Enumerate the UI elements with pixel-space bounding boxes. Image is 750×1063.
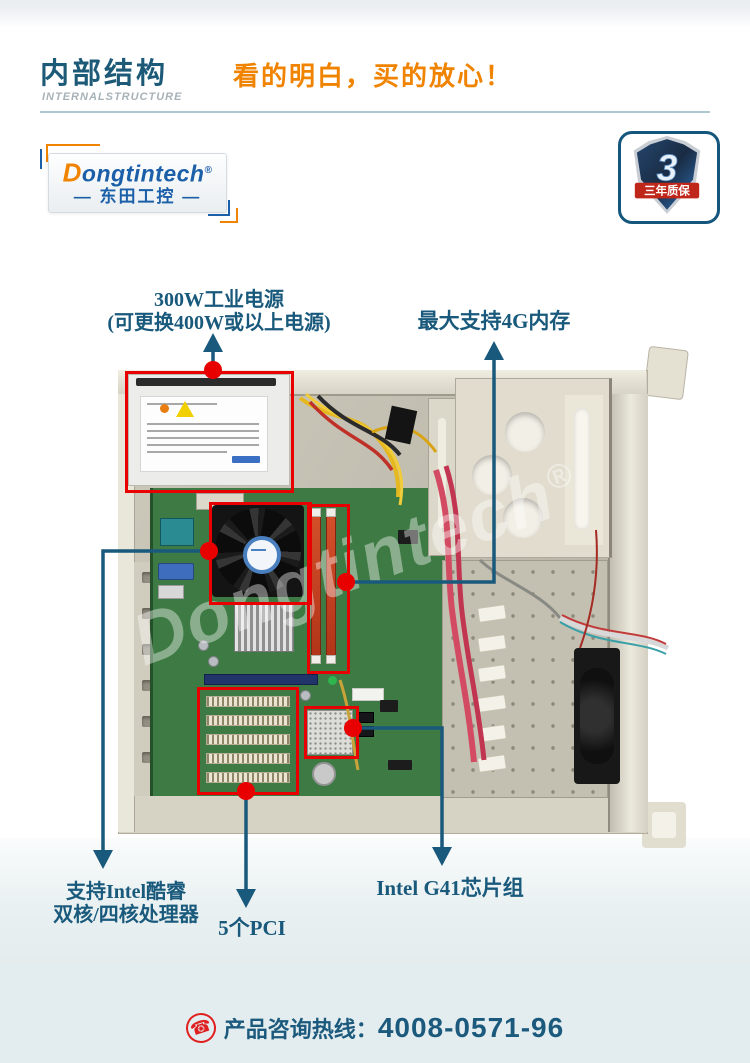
chipset-arrowhead-icon — [432, 847, 452, 866]
chipset-callout-label: Intel G41芯片组 — [376, 876, 524, 900]
label-text-line — [147, 437, 259, 439]
warranty-badge: 3 三年质保 — [618, 131, 720, 224]
logo-corner-bracket-blue-br — [208, 200, 230, 216]
footer-band — [0, 838, 750, 1063]
dimm-latch — [326, 508, 336, 517]
header-divider — [40, 111, 710, 113]
warranty-shield-icon: 3 三年质保 — [633, 136, 701, 214]
sata-cable — [443, 465, 487, 761]
hotline-row: ☎ 产品咨询热线： 4008-0571-96 — [0, 1009, 750, 1047]
dimm-latch — [311, 655, 321, 664]
chassis-handle-notch — [652, 812, 676, 838]
cpu-callout-line2: 双核/四核处理器 — [53, 904, 199, 926]
slogan: 看的明白，买的放心！ — [233, 61, 514, 91]
pci-arrowhead-icon — [236, 889, 256, 908]
pci-slot — [206, 734, 290, 745]
top-shade — [0, 0, 750, 30]
memory-anchor-dot — [337, 573, 355, 591]
vrm-heatsink — [234, 604, 294, 652]
cage-hole — [472, 455, 512, 495]
red-cable — [308, 400, 394, 471]
ic-chip — [388, 760, 412, 770]
label-text-line — [147, 430, 259, 432]
power-supply-edge — [136, 378, 276, 386]
psu-callout-line2: (可更换400W或以上电源) — [107, 312, 331, 334]
fan-wire — [579, 529, 598, 649]
capacitor — [300, 690, 311, 701]
cage-hole — [505, 412, 545, 452]
gray-cable — [478, 558, 562, 619]
capacitor — [208, 656, 219, 667]
badge-label: 三年质保 — [644, 184, 690, 198]
cage-hole — [503, 498, 543, 538]
fan-hub-label — [251, 549, 266, 551]
dimm-latch — [326, 655, 336, 664]
page-title: 内部结构 — [40, 58, 169, 90]
dimm-slot — [326, 508, 336, 664]
molex-connector — [384, 405, 418, 445]
memory-callout-label: 最大支持4G内存 — [417, 309, 571, 333]
label-text-line — [147, 451, 227, 453]
cpu-fan-hub — [243, 536, 281, 574]
cpu-arrowhead-icon — [93, 850, 113, 869]
cage-side-slot — [574, 408, 590, 530]
logo-corner-bracket-blue — [40, 149, 50, 169]
qc-sticker — [328, 676, 337, 685]
badge-number: 3 — [657, 147, 678, 189]
chipset-anchor-dot — [344, 719, 362, 737]
ribbon-cable — [561, 614, 667, 645]
brand-logo: Dongtintech® — 东田工控 — — [48, 153, 227, 213]
brand-logo-initial: D — [62, 157, 82, 188]
memory-callout-line — [346, 357, 496, 584]
memory-arrowhead-icon — [484, 341, 504, 360]
case-fan-blades — [580, 668, 614, 764]
registered-mark: ® — [204, 165, 213, 176]
brand-logo-en: Dongtintech® — [49, 159, 226, 186]
cmos-battery — [312, 762, 336, 786]
io-heatsink — [160, 518, 194, 546]
psu-callout-line1: 300W工业电源 — [154, 289, 284, 311]
vga-port — [158, 563, 194, 580]
label-text-line — [147, 444, 259, 446]
badge-ribbon — [634, 182, 700, 199]
logo-corner-bracket-orange-br — [220, 208, 238, 223]
cpu-anchor-dot — [200, 542, 218, 560]
psu-brand-mark — [232, 456, 260, 463]
brand-logo-rest: ongtintech — [81, 160, 205, 187]
io-port — [158, 585, 184, 599]
cpu-callout-line1: 支持Intel酷睿 — [66, 881, 186, 903]
cert-dot-icon — [160, 404, 169, 413]
cpu-callout-line — [101, 549, 209, 850]
black-cable — [316, 394, 402, 457]
psu-arrowhead-icon — [203, 333, 223, 352]
hotline-number: 4008-0571-96 — [377, 1012, 565, 1043]
pcie-slot — [204, 674, 318, 685]
logo-corner-bracket-orange — [46, 144, 100, 162]
warning-triangle-icon — [176, 401, 194, 417]
ribbon-cable — [558, 615, 670, 651]
drive-bay-groove — [438, 418, 446, 528]
capacitor — [198, 640, 209, 651]
pci-anchor-dot — [237, 782, 255, 800]
pci-callout-label: 5个PCI — [218, 916, 286, 940]
hotline-label: 产品咨询热线： — [223, 1017, 378, 1042]
chipset-callout-line — [353, 726, 444, 847]
mobo-sticker — [352, 688, 384, 701]
pci-slot — [206, 696, 290, 707]
psu-anchor-dot — [204, 361, 222, 379]
brand-logo-cn: — 东田工控 — — [73, 186, 202, 206]
pci-slot — [206, 753, 290, 764]
pci-slot — [206, 715, 290, 726]
label-text-line — [147, 423, 259, 425]
page-subtitle: INTERNALSTRUCTURE — [42, 91, 183, 103]
ribbon-cable — [559, 621, 667, 655]
ic-chip — [398, 530, 418, 544]
ic-chip — [380, 700, 398, 712]
sata-cable — [433, 469, 477, 763]
